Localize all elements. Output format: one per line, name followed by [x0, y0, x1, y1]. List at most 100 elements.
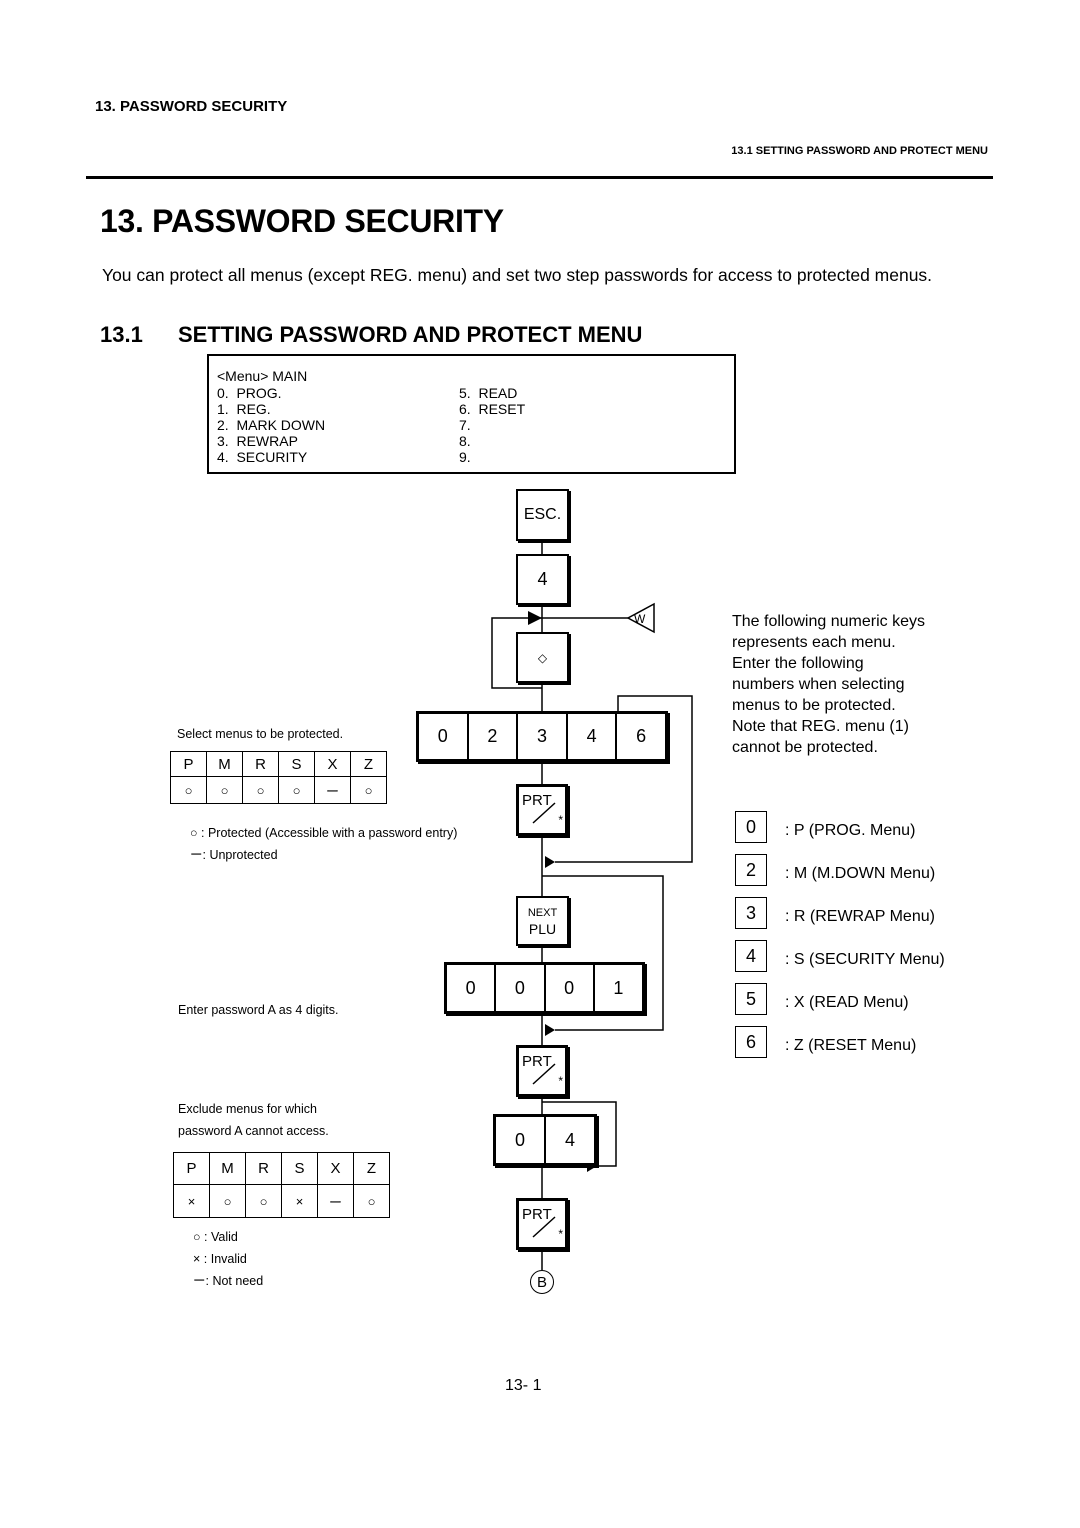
prt-label: PRT [522, 1053, 552, 1070]
prt-key: PRT * [516, 784, 568, 836]
exclude-table: P M R S X Z × ○ ○ × ー ○ [173, 1152, 390, 1218]
prt-label: PRT [522, 1206, 552, 1223]
map-key: 2 [735, 854, 767, 886]
exclude-keys-row: 0 4 [493, 1114, 597, 1166]
w-marker: W [634, 612, 646, 626]
menu-header: M [209, 1152, 246, 1185]
map-desc: : X (READ Menu) [785, 994, 909, 1011]
menu-keys-row: 0 2 3 4 6 [416, 711, 668, 762]
prt-key: PRT * [516, 1045, 568, 1097]
prt-slash-icon [532, 802, 556, 824]
menu-item: 1. REG. [217, 401, 271, 417]
menu-display: <Menu> MAIN 0. PROG. 1. REG. 2. MARK DOW… [207, 354, 736, 474]
menu-item: 8. [459, 433, 471, 449]
legend-not-need: ー: Not need [193, 1274, 264, 1288]
note-line: Enter the following [732, 655, 864, 672]
exclude-value: ○ [245, 1184, 282, 1218]
menu-header: Z [353, 1152, 390, 1185]
running-header-right: 13.1 SETTING PASSWORD AND PROTECT MENU [731, 145, 988, 157]
page-number: 13- 1 [505, 1377, 542, 1394]
next-label: NEXT [527, 907, 558, 919]
exclude-value: ○ [209, 1184, 246, 1218]
next-plu-key: NEXT PLU [516, 896, 569, 946]
connector-b: B [530, 1270, 554, 1294]
note-line: numbers when selecting [732, 676, 905, 693]
exclude-value: ー [317, 1184, 354, 1218]
map-desc: : P (PROG. Menu) [785, 822, 916, 839]
menu-key: 4 [568, 714, 618, 759]
numeric-keys-note: The following numeric keys represents ea… [732, 611, 972, 758]
menu-item: 5. READ [459, 385, 518, 401]
protect-value: ○ [170, 776, 207, 804]
exclude-caption-line: Exclude menus for which [178, 1102, 317, 1116]
prt-star: * [558, 1074, 563, 1088]
menu-header: R [242, 751, 279, 777]
note-line: cannot be protected. [732, 739, 878, 756]
password-keys-row: 0 0 0 1 [444, 962, 645, 1014]
subsection-heading: 13.1 SETTING PASSWORD AND PROTECT MENU [100, 322, 642, 348]
menu-header: X [314, 751, 351, 777]
prt-slash-icon [532, 1063, 556, 1085]
menu-header: R [245, 1152, 282, 1185]
subsection-title: SETTING PASSWORD AND PROTECT MENU [178, 322, 643, 347]
exclude-key: 0 [496, 1117, 546, 1163]
map-key: 4 [735, 940, 767, 972]
password-key: 1 [613, 977, 624, 998]
protect-value: ○ [206, 776, 243, 804]
note-line: Note that REG. menu (1) [732, 718, 909, 735]
intro-paragraph: You can protect all menus (except REG. m… [102, 265, 933, 285]
menu-left-column: 0. PROG. 1. REG. 2. MARK DOWN 3. REWRAP … [217, 385, 325, 465]
protect-value: ○ [242, 776, 279, 804]
exclude-key: 4 [564, 1129, 575, 1150]
password-key: 0 [546, 965, 595, 1011]
running-header-left: 13. PASSWORD SECURITY [95, 98, 288, 115]
legend-invalid: × : Invalid [193, 1252, 247, 1266]
protect-legend: ○ : Protected (Accessible with a passwor… [190, 822, 457, 866]
map-key: 3 [735, 897, 767, 929]
map-desc: : Z (RESET Menu) [785, 1037, 917, 1054]
protect-value: ○ [350, 776, 387, 804]
menu-heading: <Menu> MAIN [217, 368, 308, 384]
menu-header: S [281, 1152, 318, 1185]
prt-label: PRT [522, 792, 552, 809]
menu-key: 2 [469, 714, 519, 759]
page-title: 13. PASSWORD SECURITY [100, 203, 504, 239]
note-line: The following numeric keys [732, 613, 925, 630]
menu-header: X [317, 1152, 354, 1185]
prt-key: PRT * [516, 1198, 568, 1250]
menu-header: P [170, 751, 207, 777]
prt-star: * [558, 1227, 563, 1241]
prt-slash-icon [532, 1216, 556, 1238]
menu-header: P [173, 1152, 210, 1185]
menu-item: 2. MARK DOWN [217, 417, 326, 433]
diamond-key: ◇ [516, 632, 569, 683]
menu-4-key: 4 [516, 554, 569, 605]
map-key: 6 [735, 1026, 767, 1058]
legend-protected: ○ : Protected (Accessible with a passwor… [190, 826, 458, 840]
password-key: 0 [496, 965, 546, 1011]
map-key: 5 [735, 983, 767, 1015]
password-key: 0 [447, 965, 497, 1011]
exclude-value: ○ [353, 1184, 390, 1218]
map-key: 0 [735, 811, 767, 843]
protect-caption: Select menus to be protected. [177, 727, 344, 741]
menu-header: M [206, 751, 243, 777]
esc-key: ESC. [516, 489, 569, 541]
menu-item: 4. SECURITY [217, 449, 308, 465]
exclude-value: × [173, 1184, 210, 1218]
map-desc: : S (SECURITY Menu) [785, 951, 945, 968]
legend-unprotected: ー: Unprotected [190, 848, 278, 862]
plu-label: PLU [528, 921, 557, 937]
note-line: menus to be protected. [732, 697, 896, 714]
exclude-legend: ○ : Valid × : Invalid ー: Not need [193, 1226, 263, 1292]
exclude-caption-line: password A cannot access. [178, 1124, 329, 1138]
menu-item: 0. PROG. [217, 385, 282, 401]
note-line: represents each menu. [732, 634, 896, 651]
exclude-caption: Exclude menus for which password A canno… [178, 1098, 329, 1142]
subsection-number: 13.1 [100, 322, 143, 347]
protect-value: ○ [278, 776, 315, 804]
protect-value: ー [314, 776, 351, 804]
menu-key: 0 [419, 714, 469, 759]
exclude-value: × [281, 1184, 318, 1218]
